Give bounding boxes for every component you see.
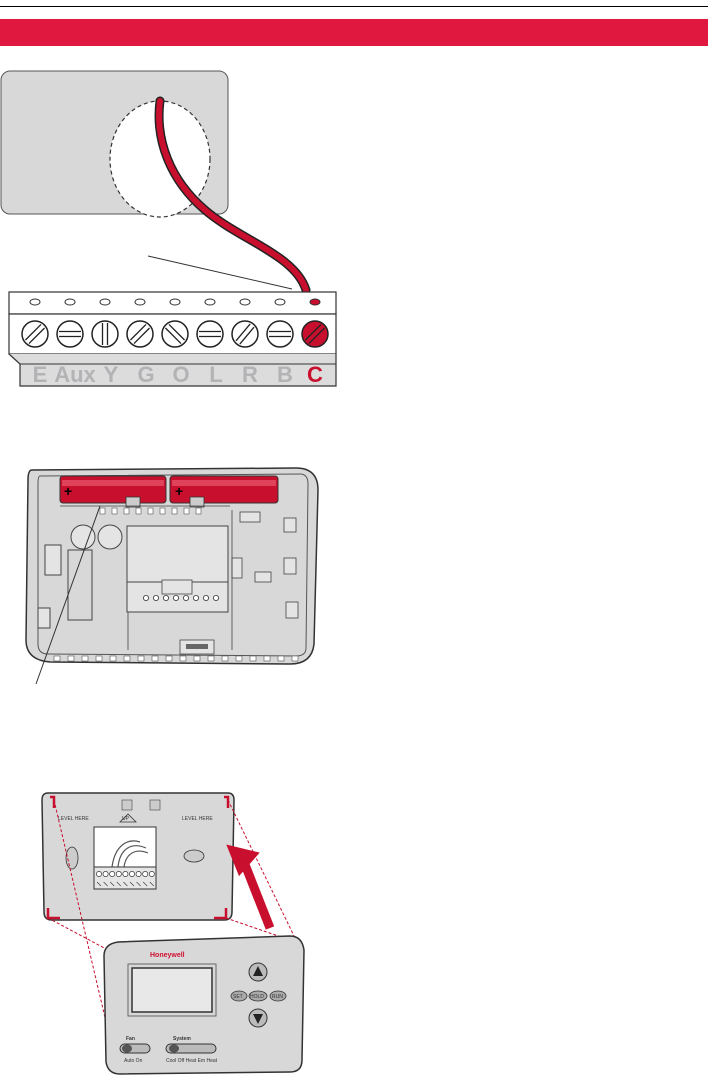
- terminal-screw-e: [21, 320, 49, 348]
- terminal-label-b: B: [277, 362, 293, 387]
- system-label: System: [173, 1036, 191, 1042]
- terminal-hole-aux: [64, 298, 76, 306]
- wire-red: [156, 98, 309, 293]
- battery-left-plus: +: [64, 483, 72, 499]
- mounting-slot-left: [65, 846, 79, 870]
- fan-label: Fan: [126, 1036, 135, 1042]
- terminal-hole-c: [309, 298, 321, 306]
- terminal-label-y: Y: [104, 362, 119, 387]
- fan-options: Auto On: [124, 1058, 143, 1064]
- level-here-left: LEVEL HERE: [58, 816, 89, 822]
- terminal-screw-o: [161, 320, 189, 348]
- battery-right-plus: +: [175, 483, 183, 499]
- terminal-label-aux: Aux: [54, 362, 96, 387]
- triangle-up-icon: [253, 966, 263, 976]
- terminal-hole-g: [134, 298, 146, 306]
- header-rule: [0, 6, 708, 7]
- run-button-label: RUN: [272, 994, 283, 1000]
- hold-button[interactable]: HOLD: [248, 990, 268, 1002]
- terminal-hole-l: [204, 298, 216, 306]
- tab-top-left: [50, 795, 56, 808]
- tab-top-right: [224, 795, 230, 808]
- set-button[interactable]: SET: [230, 990, 248, 1002]
- section-header-bar: [0, 19, 708, 46]
- figure-mount-thermostat: UP LEVEL HERE LEVEL HERE Honeywell: [41, 792, 305, 1075]
- terminal-label-r: R: [242, 362, 258, 387]
- terminal-hole-o: [169, 298, 181, 306]
- terminal-screw-aux: [56, 320, 84, 348]
- terminal-screw-c: [301, 320, 329, 348]
- terminal-label-l: L: [209, 362, 222, 387]
- figure-battery-install: + +: [25, 467, 319, 685]
- callout-line: [147, 255, 293, 290]
- lcd-display: [131, 967, 213, 1013]
- terminal-hole-e: [29, 298, 41, 306]
- terminal-label-o: O: [172, 362, 189, 387]
- push-arrow: [226, 844, 275, 930]
- terminal-screw-l: [196, 320, 224, 348]
- system-options: Cool Off Heat Em Heat: [166, 1058, 218, 1064]
- terminal-label-c: C: [307, 362, 323, 387]
- battery-callout-line: [35, 505, 101, 685]
- run-button[interactable]: RUN: [269, 990, 287, 1002]
- terminal-hole-y: [99, 298, 111, 306]
- terminal-screw-g: [126, 320, 154, 348]
- brand-logo-text: Honeywell: [150, 952, 185, 959]
- terminal-screw-b: [266, 320, 294, 348]
- hold-button-label: HOLD: [250, 994, 264, 1000]
- battery-right: +: [169, 475, 279, 504]
- triangle-down-icon: [253, 1014, 263, 1024]
- terminal-screw-y: [91, 320, 119, 348]
- set-button-label: SET: [233, 994, 243, 1000]
- terminal-hole-r: [239, 298, 251, 306]
- mounting-slot-right: [183, 849, 205, 863]
- terminal-hole-b: [274, 298, 286, 306]
- level-here-right: LEVEL HERE: [182, 816, 213, 822]
- terminal-label-g: G: [137, 362, 154, 387]
- terminal-label-e: E: [33, 362, 48, 387]
- up-label: UP: [122, 816, 130, 822]
- system-switch[interactable]: [165, 1043, 217, 1054]
- terminal-screw-r: [231, 320, 259, 348]
- battery-left: +: [59, 475, 167, 504]
